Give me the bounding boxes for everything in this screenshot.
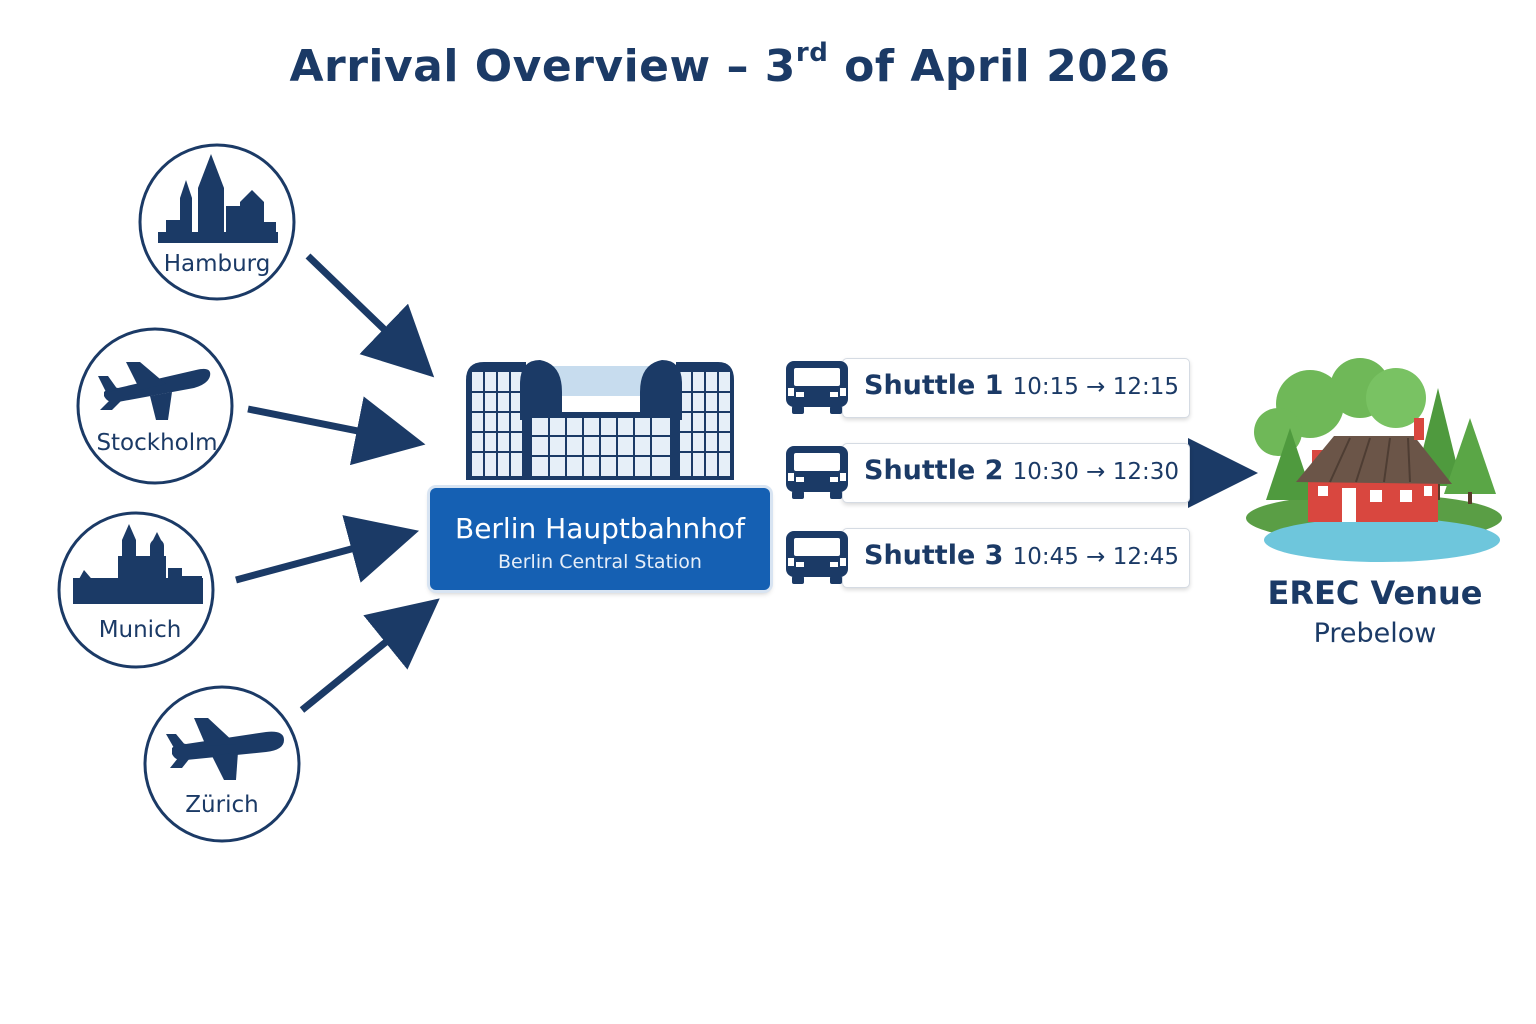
bus-icon bbox=[786, 531, 848, 584]
hub-sign: Berlin Hauptbahnhof Berlin Central Stati… bbox=[430, 488, 770, 590]
shuttle-2: Shuttle 2 10:30 → 12:30 bbox=[782, 443, 1190, 503]
shuttle-1: Shuttle 1 10:15 → 12:15 bbox=[782, 358, 1190, 418]
arrow-hamburg-to-hub bbox=[305, 253, 435, 378]
shuttle-card bbox=[842, 358, 1190, 418]
shuttle-time: 10:45 → 12:45 bbox=[1012, 544, 1180, 570]
origin-munich bbox=[57, 511, 215, 669]
airplane-icon bbox=[166, 718, 284, 780]
shuttle-time: 10:15 → 12:15 bbox=[1012, 374, 1180, 400]
title-prefix: Arrival Overview – 3 bbox=[289, 41, 796, 92]
shuttle-text: Shuttle 3 10:45 → 12:45 bbox=[864, 540, 1179, 571]
origin-label-stockholm: Stockholm bbox=[96, 430, 218, 456]
arrow-zurich-to-hub bbox=[299, 598, 440, 713]
airplane-icon bbox=[98, 362, 211, 420]
origin-stockholm bbox=[76, 327, 234, 485]
city-skyline-icon bbox=[158, 154, 278, 243]
hub-subtitle: Berlin Central Station bbox=[498, 551, 702, 573]
shuttle-3: Shuttle 3 10:45 → 12:45 bbox=[782, 528, 1190, 588]
origin-label-zurich: Zürich bbox=[185, 792, 259, 818]
arrow-stockholm-to-hub bbox=[247, 396, 426, 466]
shuttle-card bbox=[842, 443, 1190, 503]
shuttle-text: Shuttle 1 10:15 → 12:15 bbox=[864, 370, 1179, 401]
origin-label-munich: Munich bbox=[98, 617, 182, 643]
arrow-munich-to-hub bbox=[235, 515, 420, 584]
bus-icon bbox=[786, 446, 848, 499]
title-suffix: of April 2026 bbox=[828, 41, 1171, 92]
venue-name: EREC Venue bbox=[1267, 574, 1483, 612]
venue-subtitle: Prebelow bbox=[1313, 618, 1437, 649]
shuttle-text: Shuttle 2 10:30 → 12:30 bbox=[864, 455, 1179, 486]
hub-name: Berlin Hauptbahnhof bbox=[454, 512, 746, 545]
city-skyline-icon bbox=[73, 524, 203, 604]
origin-label-hamburg: Hamburg bbox=[163, 251, 271, 277]
lakeside-house-icon bbox=[1246, 358, 1502, 562]
train-station-icon bbox=[466, 360, 734, 480]
title-superscript: rd bbox=[795, 38, 829, 68]
shuttle-name: Shuttle 3 bbox=[864, 540, 1004, 571]
page-title: Arrival Overview – 3rd of April 2026 bbox=[0, 38, 1460, 92]
shuttle-time: 10:30 → 12:30 bbox=[1012, 459, 1180, 485]
shuttle-name: Shuttle 2 bbox=[864, 455, 1004, 486]
bus-icon bbox=[786, 361, 848, 414]
shuttle-name: Shuttle 1 bbox=[864, 370, 1004, 401]
origin-zurich bbox=[143, 685, 301, 843]
origin-hamburg bbox=[138, 143, 296, 301]
